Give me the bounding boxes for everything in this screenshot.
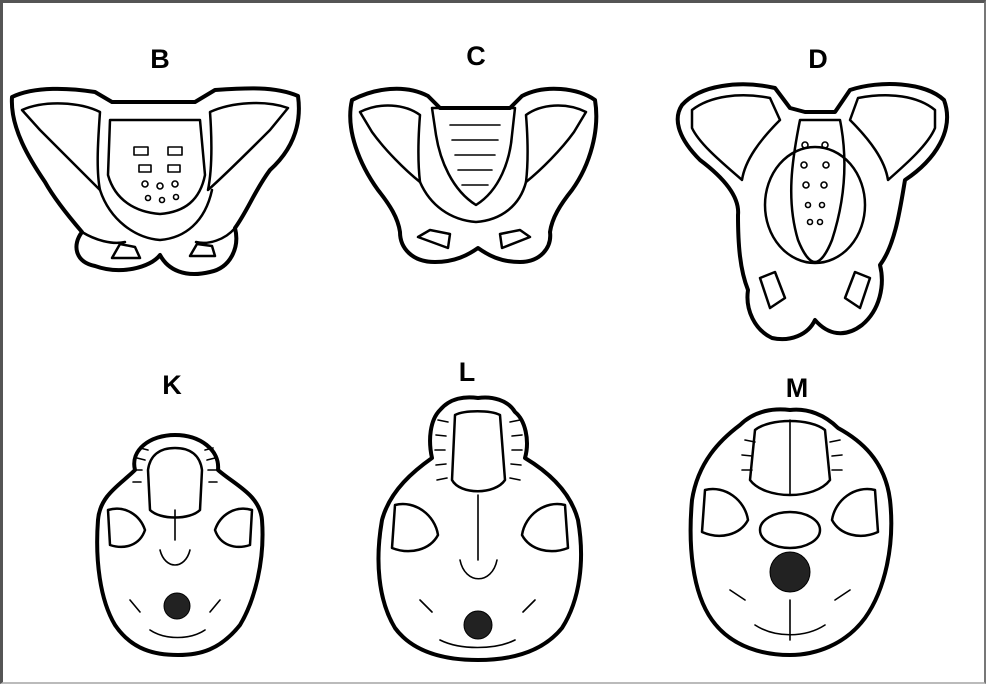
skull-base-round-icon: [691, 409, 892, 655]
